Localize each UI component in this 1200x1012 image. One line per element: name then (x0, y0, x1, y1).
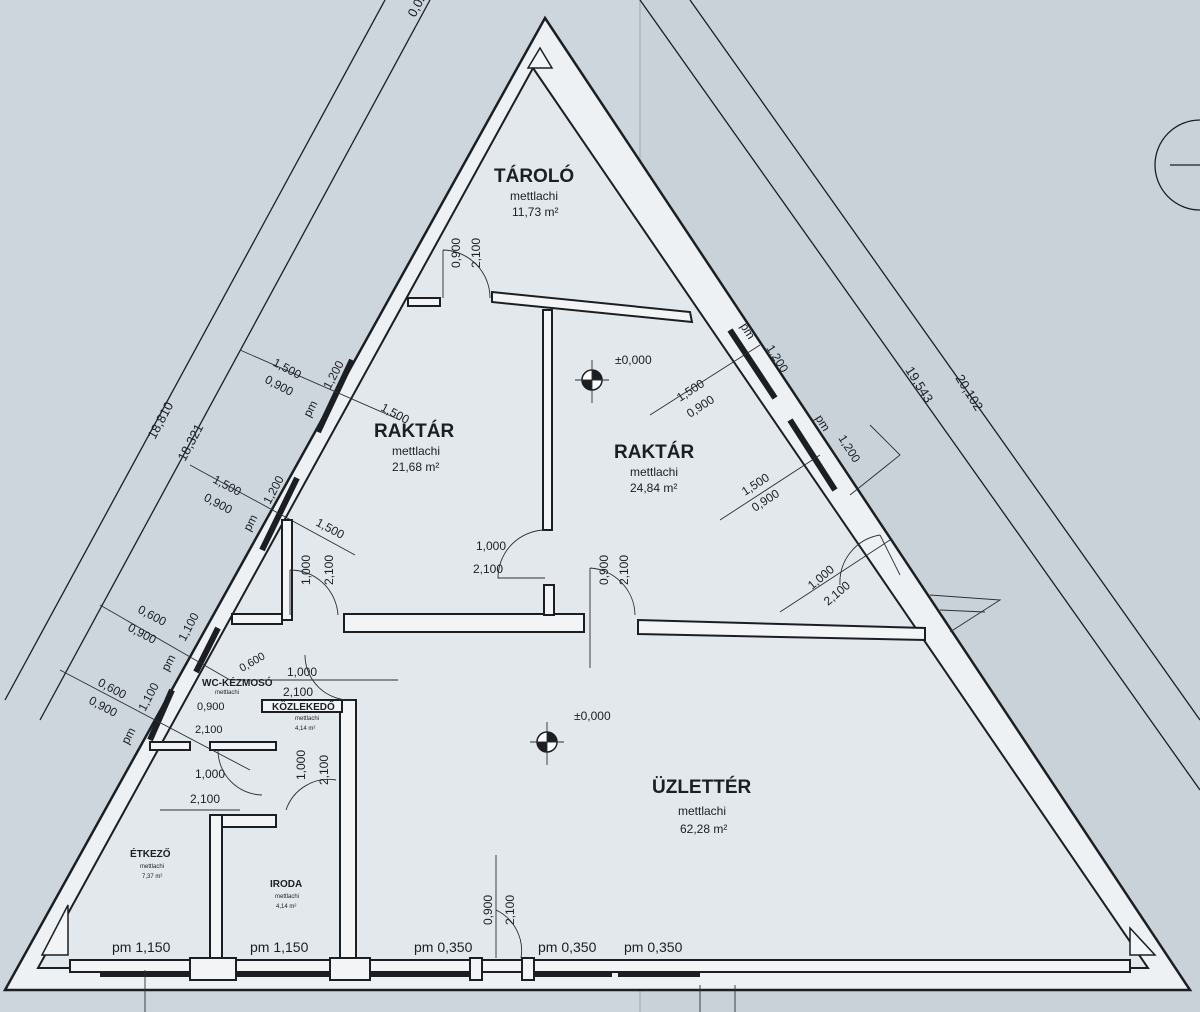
building-walls (2, 15, 1193, 992)
room-area-etkezo: 7,37 m² (142, 874, 162, 880)
room-name-uzletter: ÜZLETTÉR (652, 776, 751, 798)
room-name-taroló: TÁROLÓ (494, 165, 574, 187)
room-name-wc: WC-KÉZMOSÓ (202, 676, 273, 689)
door-entrance-height: 2,100 (503, 895, 517, 925)
sill-bottom-5: pm 0,350 (624, 939, 683, 955)
sill-bottom-4: pm 0,350 (538, 939, 597, 955)
door-wc-vert-width: 0,900 (197, 701, 225, 713)
room-material-kozlekedo: mettlachi (295, 716, 319, 722)
door-middle-height: 2,100 (473, 562, 503, 576)
win-left-lower-pm: pm (240, 512, 260, 533)
room-material-raktar-right: mettlachi (630, 465, 678, 479)
room-material-wc: mettlachi (215, 690, 239, 696)
door-middle-width: 1,000 (476, 539, 506, 553)
room-name-etkezo: ÉTKEZŐ (130, 847, 171, 860)
room-area-taroló: 11,73 m² (512, 205, 558, 219)
door-entrance-width: 0,900 (481, 895, 495, 925)
level-label-1: ±0,000 (615, 353, 652, 367)
room-area-raktar-left: 21,68 m² (392, 460, 439, 474)
dimension-lines (59, 344, 1002, 1012)
door-iroda-height: 2,100 (317, 755, 331, 785)
north-arrow-fragment (1154, 119, 1200, 211)
room-material-uzletter: mettlachi (678, 804, 726, 818)
room-name-raktar-left: RAKTÁR (374, 420, 454, 442)
door-raktar-left-width: 1,000 (299, 555, 313, 585)
room-name-kozlekedo: KÖZLEKEDŐ (272, 700, 335, 713)
door-wc-vert-height: 2,100 (195, 724, 223, 736)
room-material-taroló: mettlachi (510, 189, 558, 203)
room-material-raktar-left: mettlachi (392, 444, 440, 458)
door-etkezo-width: 1,000 (195, 767, 225, 781)
room-area-kozlekedo: 4,14 m² (295, 726, 315, 732)
door-top-width: 0,900 (449, 238, 463, 268)
door-middle-vert-width: 0,900 (597, 555, 611, 585)
win-left-upper-pm: pm (300, 398, 320, 419)
room-area-uzletter: 62,28 m² (680, 822, 727, 836)
outer-boundary-lines (4, 0, 1200, 791)
level-label-2: ±0,000 (574, 709, 611, 723)
room-material-etkezo: mettlachi (140, 864, 164, 870)
room-name-iroda: IRODA (270, 879, 302, 890)
door-top-height: 2,100 (469, 238, 483, 268)
door-kozlekedo-height: 2,100 (283, 685, 313, 699)
level-marker-1 (575, 360, 609, 403)
door-iroda-width: 1,000 (294, 750, 308, 780)
sill-bottom-1: pm 1,150 (112, 939, 171, 955)
door-middle-vert-height: 2,100 (617, 555, 631, 585)
door-swings (217, 249, 901, 959)
door-etkezo-height: 2,100 (190, 792, 220, 806)
win-wc-upper-pm: pm (158, 652, 178, 673)
sill-bottom-3: pm 0,350 (414, 939, 473, 955)
door-kozlekedo-width: 1,000 (287, 665, 317, 679)
win-wc-lower-pm: pm (118, 725, 138, 746)
room-material-iroda: mettlachi (275, 894, 299, 900)
level-marker-2 (530, 722, 564, 765)
room-area-raktar-right: 24,84 m² (630, 481, 677, 495)
room-area-iroda: 4,14 m² (276, 904, 296, 910)
room-name-raktar-right: RAKTÁR (614, 441, 694, 463)
sill-bottom-2: pm 1,150 (250, 939, 309, 955)
door-raktar-left-height: 2,100 (322, 555, 336, 585)
